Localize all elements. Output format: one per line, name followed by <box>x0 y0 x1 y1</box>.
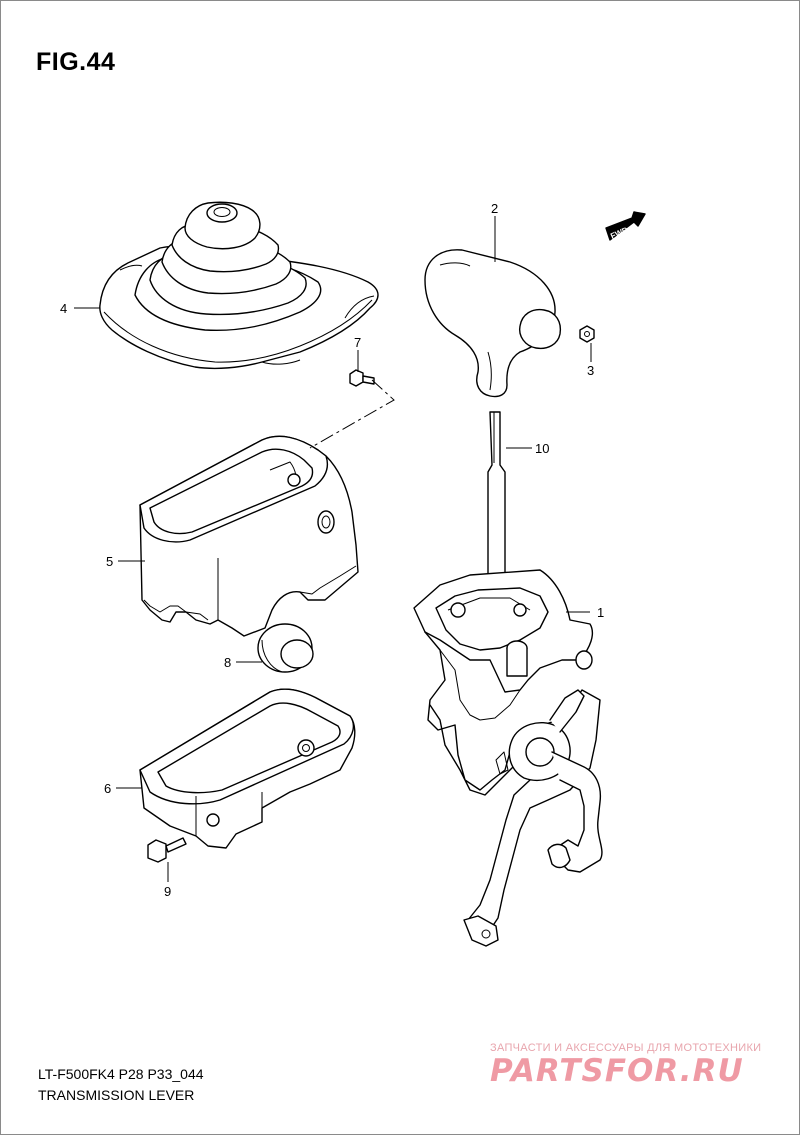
callout-2: 2 <box>491 201 498 216</box>
leader-lines <box>74 216 592 882</box>
callout-9: 9 <box>164 884 171 899</box>
callout-labels: 1 2 3 4 5 6 7 8 9 10 <box>60 201 604 899</box>
callout-4: 4 <box>60 301 67 316</box>
callout-8: 8 <box>224 655 231 670</box>
callout-7: 7 <box>354 335 361 350</box>
part-4-shift-boot[interactable] <box>99 201 379 370</box>
part-2-shift-knob[interactable] <box>424 249 562 398</box>
callout-10: 10 <box>535 441 549 456</box>
part-9-bolt[interactable] <box>147 837 187 863</box>
callout-6: 6 <box>104 781 111 796</box>
callout-5: 5 <box>106 554 113 569</box>
fwd-arrow-icon: FWD <box>605 211 646 241</box>
figure-code: LT-F500FK4 P28 P33_044 <box>38 1066 204 1082</box>
part-6-lower-cover[interactable] <box>139 688 356 849</box>
watermark-logo: PARTSFOR.RU <box>490 1053 744 1089</box>
watermark-tagline: ЗАПЧАСТИ И АКСЕССУАРЫ ДЛЯ МОТОТЕХНИКИ <box>490 1042 762 1054</box>
callout-3: 3 <box>587 363 594 378</box>
part-1-lever-assembly[interactable] <box>413 569 603 947</box>
callout-1: 1 <box>597 605 604 620</box>
figure-name: TRANSMISSION LEVER <box>38 1087 195 1103</box>
part-8-grommet[interactable] <box>257 623 314 673</box>
part-5-upper-cover[interactable] <box>139 435 359 637</box>
part-7-screw[interactable] <box>349 369 375 387</box>
part-3-nut[interactable] <box>579 325 595 343</box>
figure-title: FIG.44 <box>36 48 116 76</box>
